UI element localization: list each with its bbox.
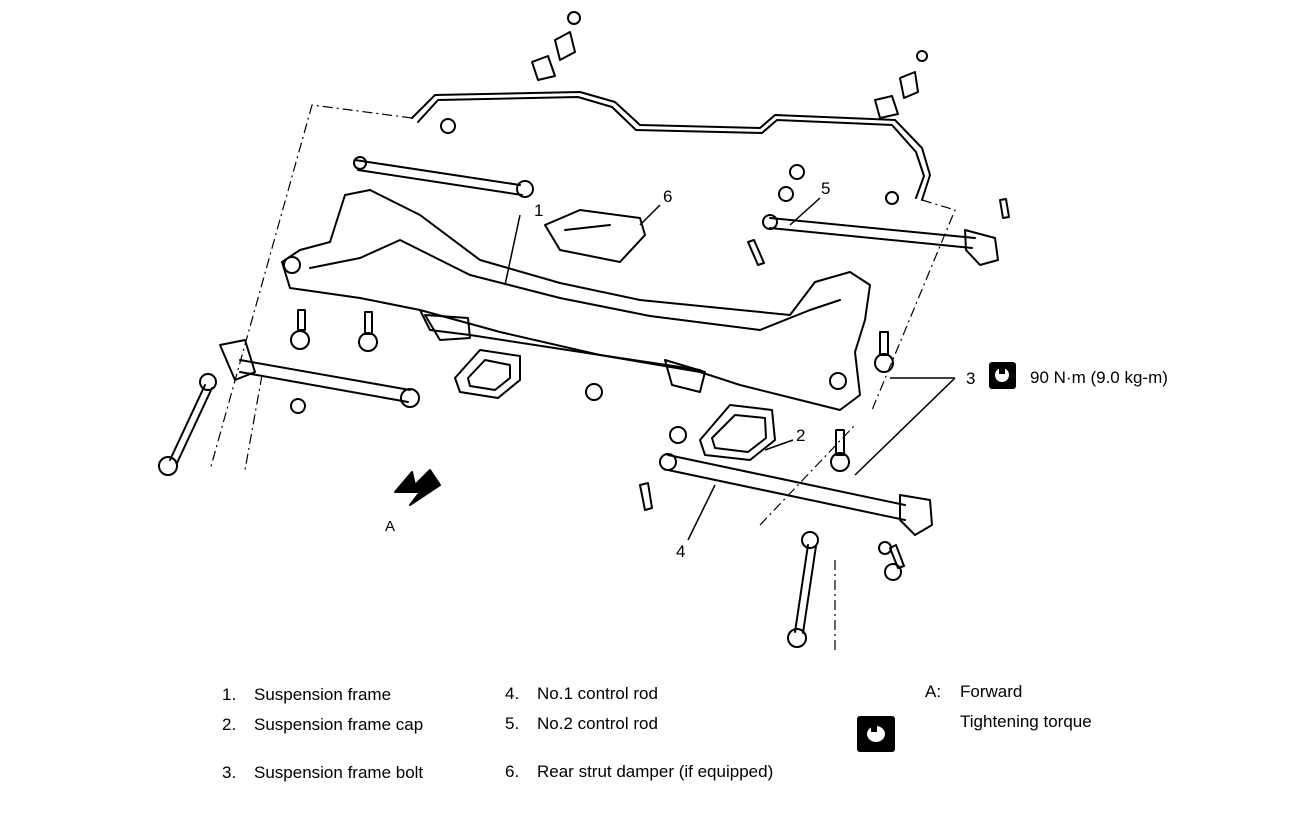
suspension-frame-cap-right — [699, 404, 776, 461]
legend-item-label: No.1 control rod — [537, 684, 658, 703]
legend-item-4: 4. No.1 control rod — [505, 684, 658, 704]
legend-item-label: Suspension frame cap — [254, 715, 424, 734]
callout-6: 6 — [663, 187, 673, 206]
suspension-frame — [281, 189, 871, 411]
stabilizer-bar-inner — [417, 96, 925, 199]
legend-item-3: 3. Suspension frame bolt — [222, 763, 423, 783]
frame-bolts — [290, 198, 1010, 581]
legend-item-5: 5. No.2 control rod — [505, 714, 658, 734]
dash-dot-lines — [209, 104, 956, 650]
stabilizer-bracket-right — [874, 50, 928, 119]
legend-item-1: 1. Suspension frame — [222, 685, 391, 705]
callout-4: 4 — [676, 542, 686, 561]
callout-a: A — [385, 518, 396, 535]
legend-item-number: 1. — [222, 685, 237, 704]
forward-arrow — [394, 469, 441, 506]
callout-5: 5 — [821, 179, 831, 198]
legend-a-label: Forward — [960, 682, 1023, 701]
rear-strut-damper — [544, 209, 646, 263]
control-rod-lower-left — [239, 359, 411, 403]
leader-lines — [504, 197, 956, 541]
no1-control-rod — [667, 454, 906, 521]
legend-item-number: 5. — [505, 714, 520, 733]
legend-item-label: Suspension frame — [254, 685, 392, 704]
legend-item-label: No.2 control rod — [537, 714, 658, 733]
suspension-frame-lower — [419, 309, 701, 371]
no2-control-rod — [769, 217, 976, 249]
stabilizer-bar — [411, 91, 931, 201]
suspension-frame-ridge — [309, 239, 841, 331]
nuts — [290, 118, 899, 555]
suspension-frame-cap-left — [454, 349, 521, 399]
legend-item-6: 6. Rear strut damper (if equipped) — [505, 762, 773, 782]
legend-a-key: A: — [925, 682, 942, 701]
torque-icon — [989, 362, 1016, 389]
legend-torque-label: Tightening torque — [960, 712, 1092, 731]
legend-item-number: 2. — [222, 715, 237, 734]
legend-torque-icon — [857, 716, 895, 752]
legend-item-number: 6. — [505, 762, 520, 781]
legend-item-2: 2. Suspension frame cap — [222, 715, 423, 735]
control-rod-upper-left — [354, 159, 523, 196]
legend-item-number: 3. — [222, 763, 237, 782]
legend-item-number: 4. — [505, 684, 520, 703]
legend-key-a: A: Forward — [925, 682, 1022, 702]
callout-3: 3 — [966, 369, 976, 388]
stabilizer-link-right — [794, 544, 817, 634]
callout-1: 1 — [534, 201, 544, 220]
legend-item-label: Rear strut damper (if equipped) — [537, 762, 774, 781]
stabilizer-bracket-left — [531, 11, 581, 81]
callout-2: 2 — [796, 426, 806, 445]
stabilizer-link-left — [169, 384, 213, 464]
legend-item-label: Suspension frame bolt — [254, 763, 424, 782]
torque-value: 90 N·m (9.0 kg-m) — [1030, 368, 1168, 387]
